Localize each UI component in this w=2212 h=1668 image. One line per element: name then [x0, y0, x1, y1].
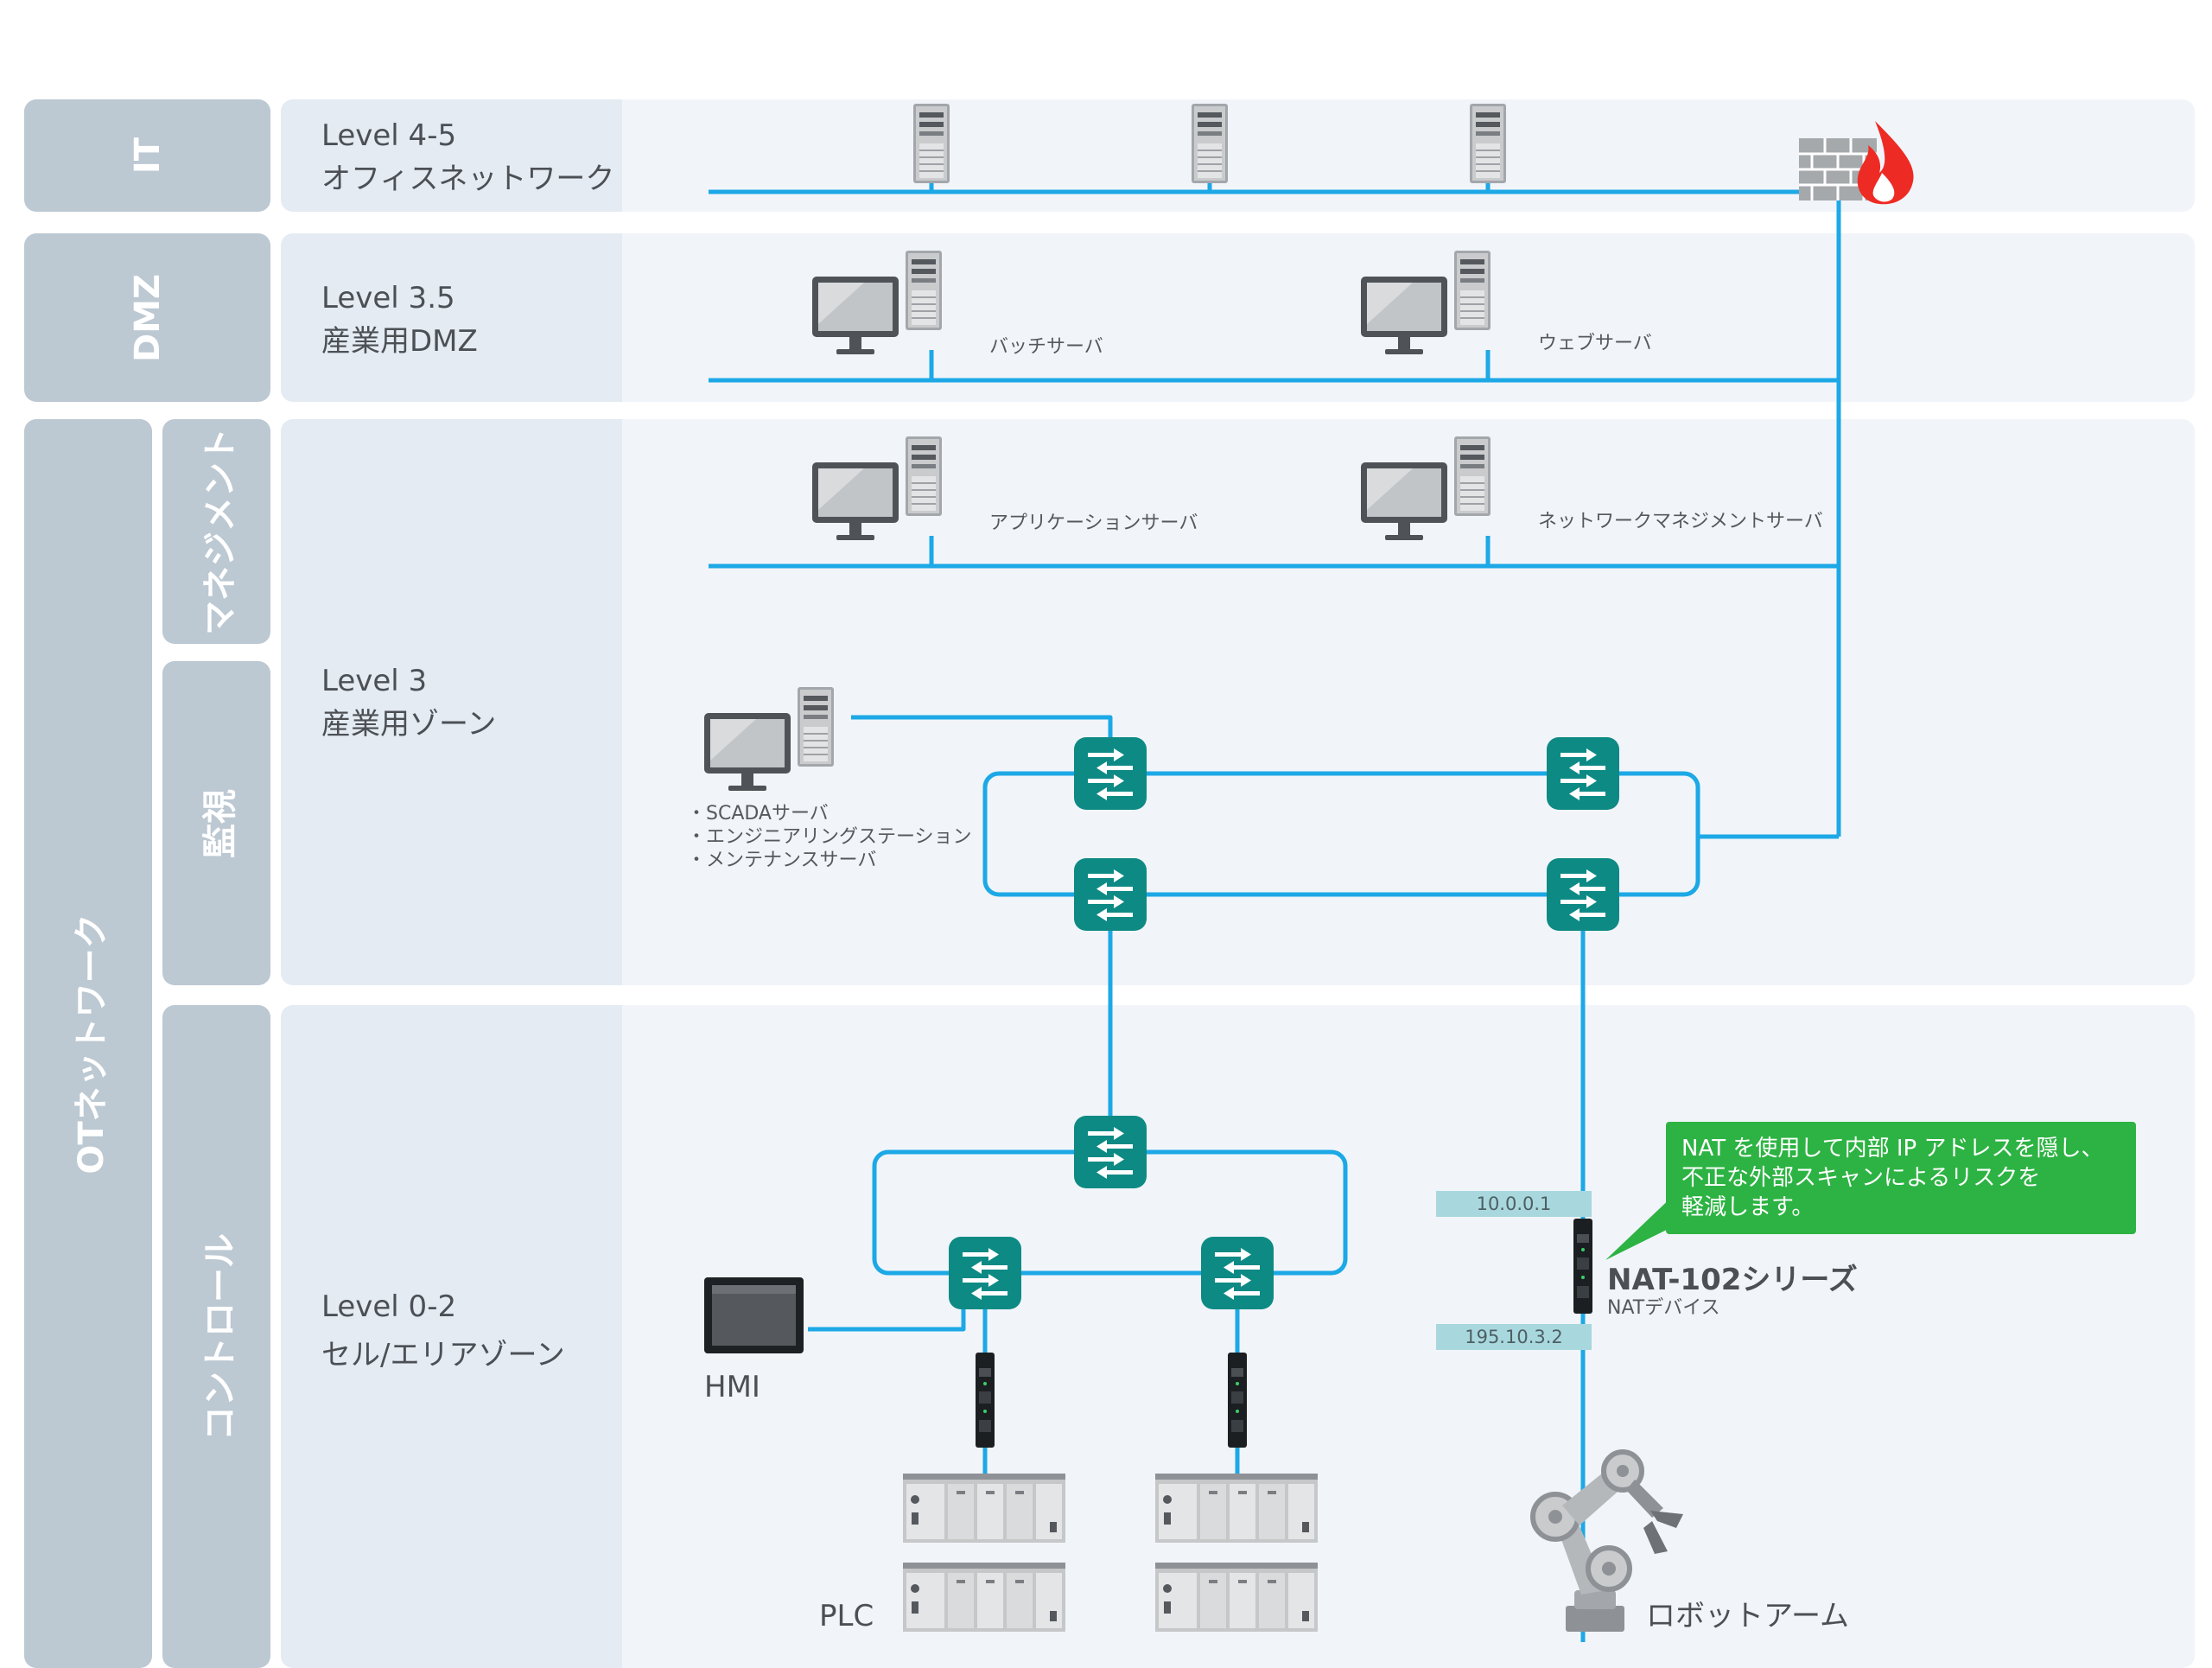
category-control: コントロール [162, 1005, 270, 1668]
scada-item: ・エンジニアリングステーション [687, 826, 972, 848]
robot-arm-icon [1530, 1449, 1683, 1632]
category-ot-network: OTネットワーク [24, 419, 152, 1668]
firewall-icon [1799, 121, 1914, 205]
scada-item: ・メンテナンスサーバ [687, 850, 877, 871]
app-server-label: アプリケーションサーバ [989, 512, 1198, 534]
batch-server-label: バッチサーバ [989, 336, 1103, 358]
category-monitoring: 監視 [162, 661, 270, 985]
nat-device-title: NAT-102シリーズ [1607, 1263, 1858, 1297]
scada-server-list: ・SCADAサーバ ・エンジニアリングステーション ・メンテナンスサーバ [687, 802, 972, 872]
web-server-label: ウェブサーバ [1538, 333, 1652, 354]
ip-outer-badge: 195.10.3.2 [1436, 1324, 1592, 1350]
nat-device-subtitle: NATデバイス [1607, 1297, 1720, 1319]
nat-callout: NAT を使用して内部 IP アドレスを隠し、 不正な外部スキャンによるリスクを… [1666, 1122, 2136, 1234]
panel-level-3 [281, 419, 2195, 985]
nms-server-label: ネットワークマネジメントサーバ [1538, 511, 1823, 532]
callout-line: 軽減します。 [1681, 1194, 1815, 1220]
ip-inner-badge: 10.0.0.1 [1436, 1191, 1592, 1217]
callout-pointer [1605, 1193, 1681, 1260]
category-dmz: DMZ [24, 233, 270, 402]
callout-line: NAT を使用して内部 IP アドレスを隠し、 [1681, 1136, 2104, 1162]
callout-line: 不正な外部スキャンによるリスクを [1681, 1165, 2041, 1191]
hmi-icon [704, 1277, 804, 1353]
category-management: マネジメント [162, 419, 270, 644]
panel-level-3-5 [281, 233, 2195, 402]
hmi-label: HMI [704, 1370, 760, 1404]
plc-label: PLC [819, 1599, 874, 1633]
robot-arm-label: ロボットアーム [1646, 1599, 1849, 1633]
scada-item: ・SCADAサーバ [687, 803, 829, 824]
category-it: IT [24, 99, 270, 212]
